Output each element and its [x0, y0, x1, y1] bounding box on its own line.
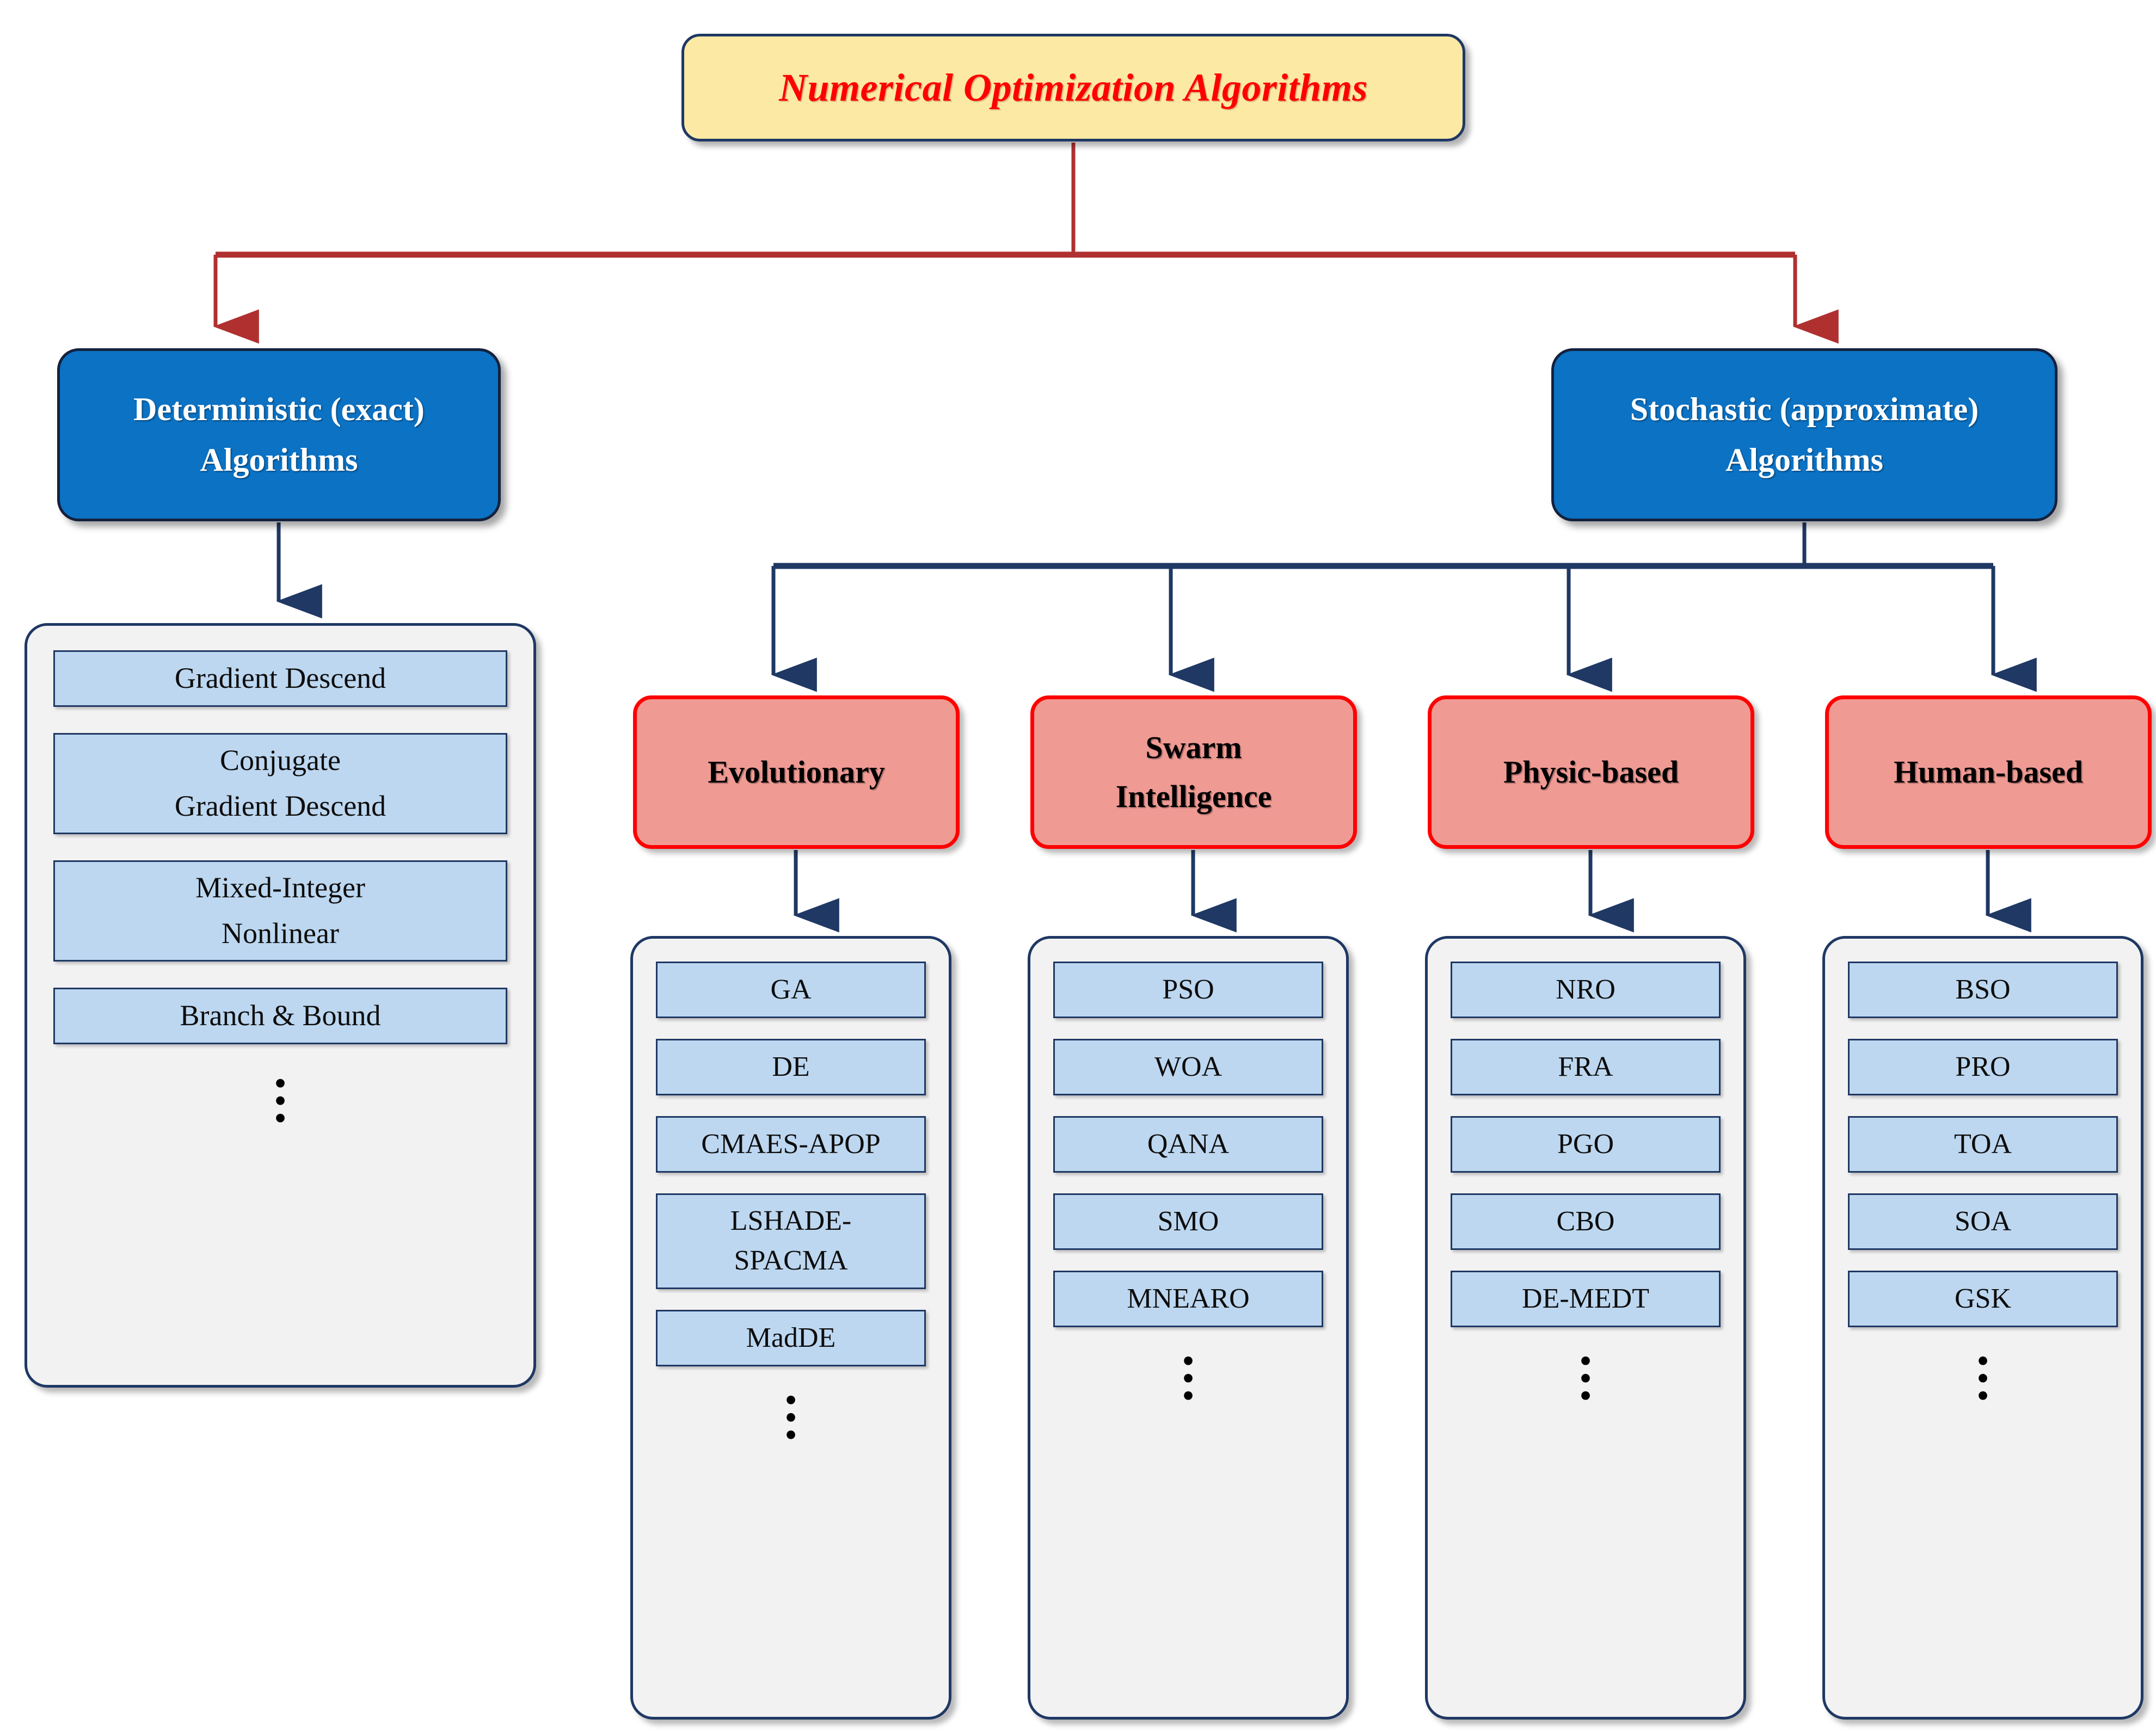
- leaf-label-line1: Conjugate: [220, 744, 341, 777]
- leaf-item[interactable]: TOA: [1848, 1116, 2118, 1173]
- edge-stochastic-to-categories: [771, 522, 2037, 692]
- edge-root-to-branches: [213, 143, 1839, 344]
- branch-label-line2: Algorithms: [1725, 442, 1883, 478]
- leaf-item[interactable]: WOA: [1053, 1039, 1323, 1095]
- category-node-physic-based[interactable]: Physic-based: [1428, 695, 1754, 849]
- branch-label-line2: Algorithms: [200, 442, 358, 478]
- category-node-swarm-intelligence[interactable]: Swarm Intelligence: [1030, 695, 1357, 849]
- leaf-item[interactable]: DE-MEDT: [1451, 1271, 1721, 1327]
- leaf-label-line1: DE-MEDT: [1522, 1283, 1649, 1314]
- leaf-label-line1: CBO: [1556, 1205, 1615, 1237]
- leaf-item[interactable]: GSK: [1848, 1271, 2118, 1327]
- leaf-label-line2: Nonlinear: [222, 917, 339, 950]
- leaf-item[interactable]: Mixed-Integer Nonlinear: [53, 860, 507, 962]
- leaf-label-line1: Gradient Descend: [174, 662, 386, 695]
- leaf-label-line2: SPACMA: [734, 1245, 848, 1276]
- leaf-item[interactable]: CBO: [1451, 1193, 1721, 1250]
- leaf-label-line1: DE: [772, 1051, 810, 1082]
- leaf-item[interactable]: Branch & Bound: [53, 988, 507, 1044]
- leaf-item[interactable]: SOA: [1848, 1193, 2118, 1250]
- leaf-list-swarm-intelligence: PSO WOA QANA SMO MNEARO •••: [1028, 936, 1349, 1720]
- leaf-item[interactable]: GA: [656, 962, 926, 1018]
- leaf-label-line1: LSHADE-: [730, 1205, 852, 1237]
- leaf-label-line1: GA: [770, 974, 812, 1005]
- leaf-list-human-based: BSO PRO TOA SOA GSK •••: [1822, 936, 2143, 1720]
- branch-node-stochastic[interactable]: Stochastic (approximate) Algorithms: [1551, 348, 2057, 521]
- leaf-item[interactable]: SMO: [1053, 1193, 1323, 1250]
- leaf-item[interactable]: NRO: [1451, 962, 1721, 1018]
- leaf-list-deterministic: Gradient Descend Conjugate Gradient Desc…: [24, 623, 536, 1388]
- leaf-item[interactable]: MadDE: [656, 1310, 926, 1366]
- leaf-label-line1: SMO: [1157, 1205, 1219, 1237]
- ellipsis-icon: •••: [1182, 1343, 1194, 1413]
- category-node-human-based[interactable]: Human-based: [1825, 695, 2152, 849]
- ellipsis-icon: •••: [785, 1382, 797, 1452]
- leaf-label-line1: Mixed-Integer: [195, 871, 365, 904]
- ellipsis-icon: •••: [1977, 1343, 1989, 1413]
- leaf-item[interactable]: PGO: [1451, 1116, 1721, 1173]
- leaf-item[interactable]: DE: [656, 1039, 926, 1095]
- ellipsis-icon: •••: [1580, 1343, 1592, 1413]
- leaf-item[interactable]: CMAES-APOP: [656, 1116, 926, 1173]
- leaf-label-line1: MNEARO: [1127, 1283, 1250, 1314]
- leaf-label-line1: CMAES-APOP: [701, 1128, 881, 1160]
- leaf-item[interactable]: QANA: [1053, 1116, 1323, 1173]
- leaf-label-line1: Branch & Bound: [180, 999, 381, 1032]
- leaf-label-line1: QANA: [1147, 1128, 1230, 1160]
- category-label-line2: Intelligence: [1115, 779, 1272, 814]
- leaf-label-line1: FRA: [1558, 1051, 1613, 1082]
- leaf-label-line1: TOA: [1954, 1128, 2012, 1160]
- leaf-item[interactable]: Conjugate Gradient Descend: [53, 733, 507, 834]
- root-node[interactable]: Numerical Optimization Algorithms: [681, 34, 1465, 141]
- leaf-label-line1: NRO: [1556, 974, 1616, 1005]
- branch-label-line1: Deterministic (exact): [133, 391, 425, 427]
- branch-label-line1: Stochastic (approximate): [1630, 391, 1979, 427]
- leaf-label-line1: MadDE: [746, 1322, 836, 1353]
- leaf-label-line1: GSK: [1954, 1283, 2012, 1314]
- category-label-line1: Swarm: [1145, 730, 1242, 766]
- leaf-item[interactable]: FRA: [1451, 1039, 1721, 1095]
- category-node-evolutionary[interactable]: Evolutionary: [633, 695, 960, 849]
- leaf-label-line1: PSO: [1162, 974, 1214, 1005]
- leaf-item[interactable]: Gradient Descend: [53, 650, 507, 707]
- leaf-item[interactable]: PSO: [1053, 962, 1323, 1018]
- leaf-label-line1: SOA: [1954, 1205, 2012, 1237]
- leaf-list-evolutionary: GA DE CMAES-APOP LSHADE- SPACMA MadDE ••…: [630, 936, 951, 1720]
- leaf-item[interactable]: BSO: [1848, 962, 2118, 1018]
- leaf-label-line2: Gradient Descend: [174, 790, 386, 822]
- leaf-label-line1: PGO: [1557, 1128, 1614, 1160]
- ellipsis-icon: •••: [274, 1065, 286, 1136]
- leaf-list-physic-based: NRO FRA PGO CBO DE-MEDT •••: [1425, 936, 1746, 1720]
- leaf-label-line1: BSO: [1955, 974, 2011, 1005]
- category-label-line1: Human-based: [1893, 754, 2084, 790]
- leaf-label-line1: WOA: [1154, 1051, 1223, 1082]
- leaf-item[interactable]: PRO: [1848, 1039, 2118, 1095]
- leaf-item[interactable]: LSHADE- SPACMA: [656, 1193, 926, 1289]
- leaf-label-line1: PRO: [1955, 1051, 2011, 1082]
- edge-categories-to-lists: [793, 850, 2031, 933]
- leaf-item[interactable]: MNEARO: [1053, 1271, 1323, 1327]
- category-label-line1: Physic-based: [1503, 754, 1679, 790]
- category-label-line1: Evolutionary: [708, 754, 885, 790]
- root-title-label: Numerical Optimization Algorithms: [778, 65, 1368, 109]
- branch-node-deterministic[interactable]: Deterministic (exact) Algorithms: [57, 348, 501, 521]
